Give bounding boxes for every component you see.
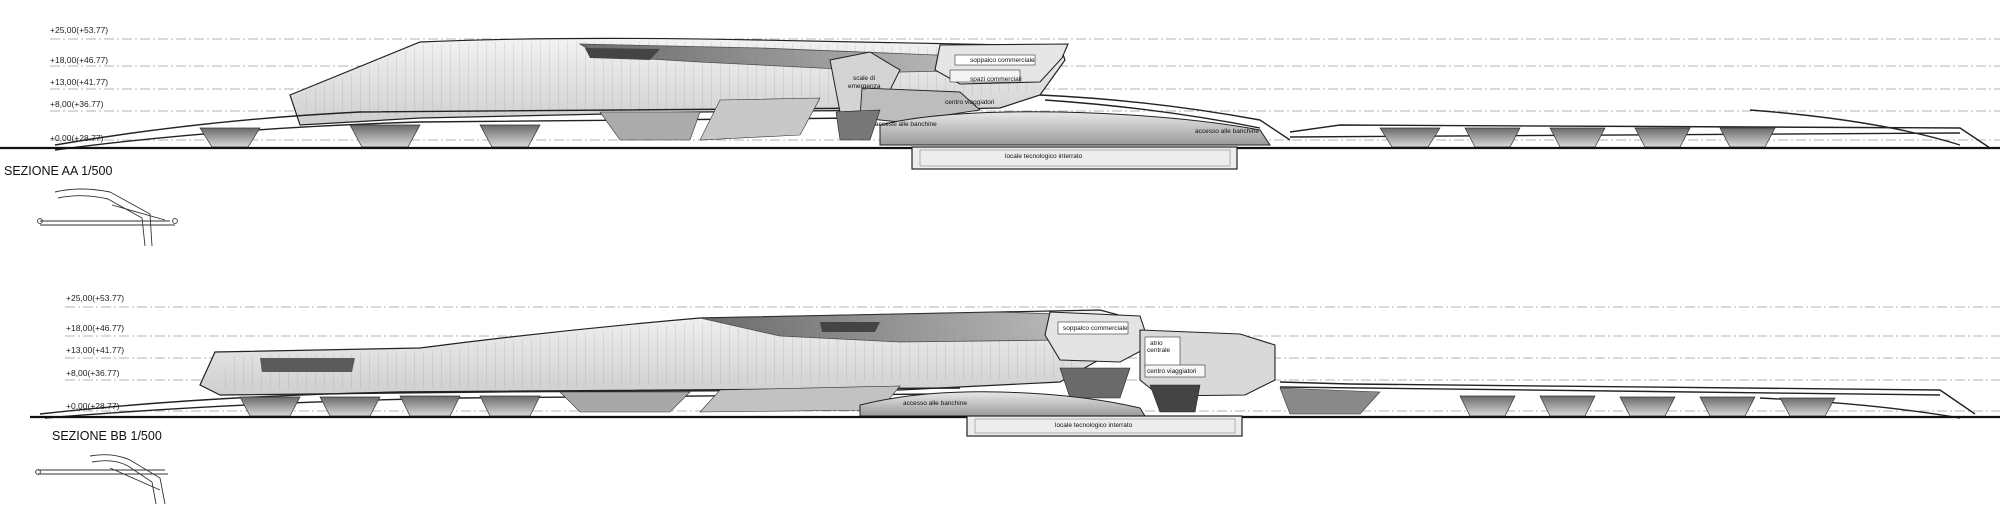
- tech-room-bb: [966, 415, 1243, 437]
- annotation-label: atrio: [1150, 340, 1163, 347]
- level-label: +8,00(+36.77): [66, 368, 120, 378]
- section-bb: +25,00(+53.77) +18,00(+46.77) +13,00(+41…: [30, 293, 2000, 505]
- level-label: +13,00(+41.77): [50, 77, 108, 87]
- level-label: +25,00(+53.77): [66, 293, 124, 303]
- platform-bowl-bb: [859, 391, 1146, 417]
- annotation-label: accessi alle banchine: [875, 121, 937, 128]
- roof-slot-bb: [260, 358, 355, 372]
- annotation-label: centrale: [1147, 347, 1171, 354]
- section-title: SEZIONE BB 1/500: [52, 429, 162, 443]
- key-plan-bb: [35, 454, 168, 505]
- section-aa: +25,00(+53.77) +18,00(+46.77) +13,00(+41…: [0, 25, 2000, 247]
- level-label: +18,00(+46.77): [66, 323, 124, 333]
- annotation-label: centro viaggiatori: [945, 99, 995, 106]
- platform-bowl-aa: [879, 111, 1271, 146]
- station-core-aa: [599, 43, 1069, 141]
- annotation-label: scale di: [853, 75, 875, 82]
- annotation-label: locale tecnologico interrato: [1055, 422, 1133, 429]
- annotation-label: soppalco commerciale: [970, 57, 1035, 64]
- annotation-label: accesso alle banchine: [1195, 128, 1259, 135]
- station-core-bb: [559, 311, 1381, 415]
- annotation-label: soppalco commerciale: [1063, 325, 1128, 332]
- annotation-label: spazi commerciali: [970, 76, 1022, 83]
- level-label: +25,00(+53.77): [50, 25, 108, 35]
- level-label: +0,00(+28.77): [66, 401, 120, 411]
- level-label: +0,00(+28.77): [50, 133, 104, 143]
- level-label: +18,00(+46.77): [50, 55, 108, 65]
- section-title: SEZIONE AA 1/500: [4, 164, 112, 178]
- annotations-aa: soppalco commerciale spazi commerciali s…: [848, 57, 1259, 160]
- key-plan-aa: [37, 188, 178, 247]
- annotation-label: centro viaggiatori: [1147, 368, 1197, 375]
- annotation-label: accesso alle banchine: [903, 400, 967, 407]
- level-label: +13,00(+41.77): [66, 345, 124, 355]
- annotation-label: locale tecnologico interrato: [1005, 153, 1083, 160]
- roof-slot-aa: [585, 48, 660, 60]
- level-label: +8,00(+36.77): [50, 99, 104, 109]
- level-labels-bb: +25,00(+53.77) +18,00(+46.77) +13,00(+41…: [66, 293, 124, 411]
- annotation-label: emergenza: [848, 83, 881, 90]
- annotations-bb: soppalco commerciale atrio centrale cent…: [903, 325, 1197, 429]
- tech-room-aa: [911, 146, 1238, 170]
- level-labels-aa: +25,00(+53.77) +18,00(+46.77) +13,00(+41…: [50, 25, 108, 143]
